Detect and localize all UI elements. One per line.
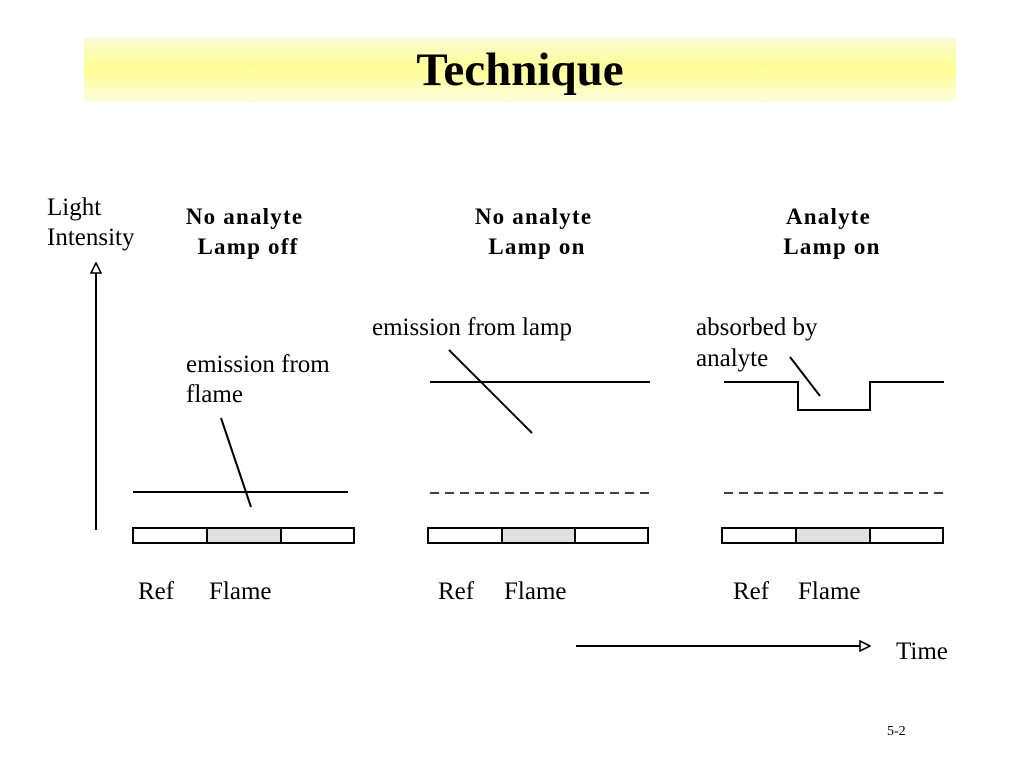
annotation-pointer [448,349,533,434]
panel-analyte-lamp-on: Analyte Lamp on absorbed by analyte Ref … [696,204,944,605]
panel-annotation: emission from lamp [372,314,572,341]
flame-segment [206,527,282,544]
flame-label: Flame [209,578,272,605]
panel-header: No analyte Lamp off [186,204,310,259]
slide-title: Technique [416,44,624,96]
panel-header: No analyte Lamp on [475,204,599,259]
flame-segment [795,527,871,544]
y-axis-label: Light Intensity [47,194,135,251]
ref-label: Ref [733,578,770,605]
ref-segment [721,527,797,544]
panel-header: Analyte Lamp on [783,204,880,259]
ref-label: Ref [438,578,475,605]
ref-segment [574,527,649,544]
panel-no-analyte-lamp-off: No analyte Lamp off emission from flame … [132,204,355,605]
page-number: 5-2 [887,724,906,739]
time-axis-label: Time [896,638,948,665]
flame-label: Flame [504,578,567,605]
panel-no-analyte-lamp-on: No analyte Lamp on emission from lamp Re… [372,204,650,605]
panel-annotation: absorbed by analyte [696,314,824,372]
annotation-pointer [220,417,252,508]
title-band [84,38,956,102]
ref-segment [427,527,503,544]
absorption-dip-signal [724,381,944,411]
panel-annotation: emission from flame [186,351,336,408]
ref-segment [132,527,208,544]
annotation-pointer [789,356,821,397]
ref-label: Ref [138,578,175,605]
flame-label: Flame [798,578,861,605]
flame-segment [501,527,576,544]
ref-segment [869,527,944,544]
ref-segment [280,527,355,544]
